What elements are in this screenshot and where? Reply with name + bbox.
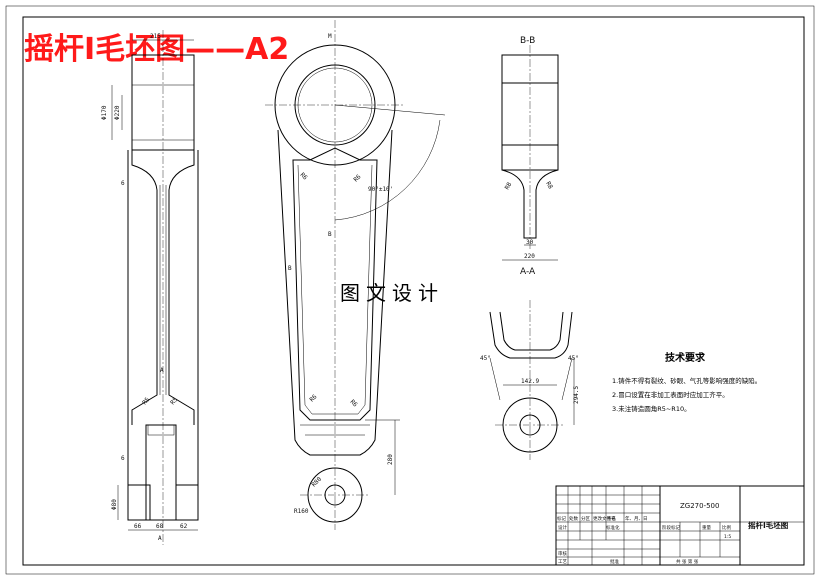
section-bb-view: B-B R8 R8 30 220 A-A bbox=[501, 36, 559, 277]
section-bb-label: B-B bbox=[520, 36, 535, 46]
tb-label-review: 审核 bbox=[558, 550, 567, 557]
dim-left-r1: R5 bbox=[141, 396, 151, 406]
tb-label-approve: 批准 bbox=[610, 558, 619, 565]
tb-label-sign: 签名 bbox=[607, 515, 616, 522]
dim-aa-angle2: 45° bbox=[568, 355, 579, 362]
dim-left-r2: R5 bbox=[169, 396, 179, 406]
label-left-a: A bbox=[160, 367, 164, 374]
dim-left-d3: Φ80 bbox=[111, 499, 118, 510]
dim-bb-r2: R8 bbox=[544, 181, 554, 191]
tech-note-3: 3.未注铸造圆角R5~R10。 bbox=[612, 404, 691, 413]
label-front-m: M bbox=[328, 33, 332, 40]
dim-left-d2: Φ220 bbox=[114, 105, 121, 120]
label-front-b: B bbox=[328, 231, 332, 238]
dim-aa-angle1: 45° bbox=[480, 355, 491, 362]
label-left-a2: A bbox=[158, 535, 162, 542]
tech-note-2: 2.冒口设置在非加工表面时应加工齐平。 bbox=[612, 390, 729, 399]
inner-frame bbox=[22, 16, 805, 566]
title-block: ZG270-500 摇杆I毛坯图 标记 处数 分区 更改文件号 签名 年、月、日… bbox=[555, 485, 805, 566]
dim-front-len: 280 bbox=[387, 454, 394, 465]
tech-note-1: 1.铸件不得有裂纹、砂眼、气孔等影响强度的缺陷。 bbox=[612, 376, 761, 385]
dim-front-r4: R6 bbox=[349, 398, 359, 408]
front-view: 90°±10' M R6 R6 B B R6 R6 280 R160 R80 bbox=[265, 20, 446, 530]
title-drawing-name: 摇杆I毛坯图 bbox=[748, 520, 789, 530]
side-view: 215 Φ170 Φ220 6 A R5 R5 6 Φ80 66 68 62 A bbox=[101, 30, 199, 545]
tb-sheets: 共 张 第 张 bbox=[676, 558, 699, 565]
tb-label-stage: 阶段标记 bbox=[662, 524, 680, 531]
tb-label-scale: 比例 bbox=[722, 524, 731, 531]
dim-front-rs: R80 bbox=[310, 476, 323, 489]
dim-left-gap: 6 bbox=[121, 180, 125, 187]
dim-bb-total: 220 bbox=[524, 253, 535, 260]
dim-left-w2: 68 bbox=[156, 523, 164, 530]
dim-bb-r1: R8 bbox=[504, 181, 514, 191]
outer-frame bbox=[5, 5, 815, 575]
dim-left-b1: 6 bbox=[121, 455, 125, 462]
tb-label-date: 年、月、日 bbox=[625, 515, 648, 522]
dim-bb-w: 30 bbox=[526, 239, 534, 246]
dim-front-r1: R6 bbox=[299, 171, 309, 181]
dim-aa-h: 294.5 bbox=[573, 386, 580, 404]
title-part-no: ZG270-500 bbox=[680, 502, 719, 510]
dim-left-d1: Φ170 bbox=[101, 105, 108, 120]
dim-front-r3: R6 bbox=[308, 393, 318, 403]
dim-front-r2: R6 bbox=[352, 173, 362, 183]
tb-label-process: 工艺 bbox=[558, 559, 567, 565]
tb-label-count: 处数 bbox=[569, 515, 578, 522]
tb-label-mark: 标记 bbox=[557, 515, 566, 522]
dim-left-w3: 62 bbox=[180, 523, 188, 530]
tb-label-std: 标准化 bbox=[606, 524, 620, 531]
dim-front-angle: 90°±10' bbox=[368, 186, 393, 193]
watermark-text: 图文设计 bbox=[340, 281, 444, 305]
tech-notes-heading: 技术要求 bbox=[665, 351, 706, 364]
tb-scale-value: 1:5 bbox=[724, 534, 731, 540]
tech-notes: 技术要求 1.铸件不得有裂纹、砂眼、气孔等影响强度的缺陷。 2.冒口设置在非加工… bbox=[612, 351, 761, 413]
drawing-title: 摇杆I毛坯图——A2 bbox=[24, 32, 289, 67]
dim-aa-w: 142.9 bbox=[521, 378, 539, 385]
tb-label-change: 更改文件号 bbox=[593, 515, 616, 522]
tb-label-design: 设计 bbox=[558, 524, 567, 531]
section-aa-label: A-A bbox=[520, 267, 536, 277]
tb-label-weight: 重量 bbox=[702, 524, 711, 531]
tb-label-zone: 分区 bbox=[581, 515, 590, 522]
section-aa-view: 45° 45° 142.9 294.5 bbox=[480, 300, 580, 460]
dim-left-w1: 66 bbox=[134, 523, 142, 530]
dim-left-top: 215 bbox=[150, 33, 161, 40]
dim-front-rb: R160 bbox=[294, 508, 309, 515]
label-front-b2: B bbox=[288, 265, 292, 272]
